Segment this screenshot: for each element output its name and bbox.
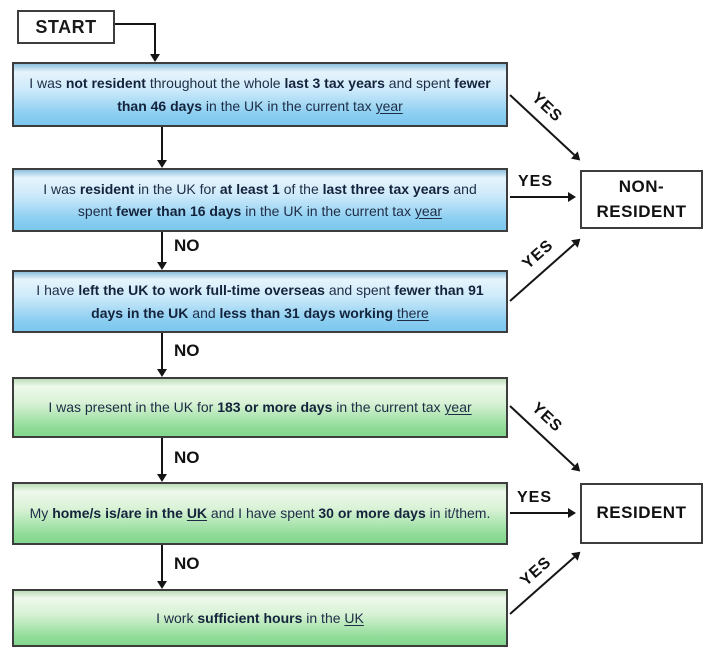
non-resident-node: NON- RESIDENT <box>580 170 703 229</box>
arrow-q4-to-q5 <box>157 438 167 482</box>
yes-label-q3: YES <box>519 236 557 273</box>
arrow-q3-to-q4 <box>157 333 167 377</box>
question-node-3: I have left the UK to work full-time ove… <box>12 270 508 333</box>
question-node-1: I was not resident throughout the whole … <box>12 62 508 127</box>
underlined-term[interactable]: year <box>414 203 443 219</box>
underlined-term[interactable]: year <box>375 97 403 114</box>
resident-node: RESIDENT <box>580 483 703 544</box>
no-label-q2: NO <box>174 236 200 255</box>
non-resident-label-line1: NON- <box>618 176 665 196</box>
start-node: START <box>17 10 115 44</box>
arrow-q5-to-q6 <box>157 545 167 589</box>
non-resident-label-line2: RESIDENT <box>596 201 687 221</box>
underlined-term[interactable]: year <box>444 399 472 416</box>
no-label-q3: NO <box>174 341 200 360</box>
question-node-6: I work sufficient hours in the UK <box>12 589 508 647</box>
underlined-term[interactable]: UK <box>186 505 208 522</box>
start-arrow-down <box>150 23 160 62</box>
yes-label-q1: YES <box>528 89 566 126</box>
no-label-q5: NO <box>174 554 200 573</box>
question-node-2: I was resident in the UK for at least 1 … <box>12 168 508 232</box>
no-label-q4: NO <box>174 448 200 467</box>
arrow-q1-to-q2 <box>157 127 167 168</box>
yes-label-q6: YES <box>517 553 555 590</box>
start-connector-horizontal <box>115 23 156 25</box>
yes-label-q2: YES <box>518 173 554 190</box>
underlined-term[interactable]: there <box>396 304 429 321</box>
question-node-5: My home/s is/are in the UK and I have sp… <box>12 482 508 545</box>
resident-label: RESIDENT <box>596 503 687 523</box>
yes-label-q4: YES <box>528 399 566 436</box>
yes-arrow-q5-to-resident <box>510 508 576 518</box>
question-node-4: I was present in the UK for 183 or more … <box>12 377 508 438</box>
yes-label-q5: YES <box>517 489 553 506</box>
yes-arrow-q2-to-nonresident <box>510 192 576 202</box>
arrow-q2-to-q3 <box>157 232 167 270</box>
underlined-term[interactable]: UK <box>344 609 364 626</box>
